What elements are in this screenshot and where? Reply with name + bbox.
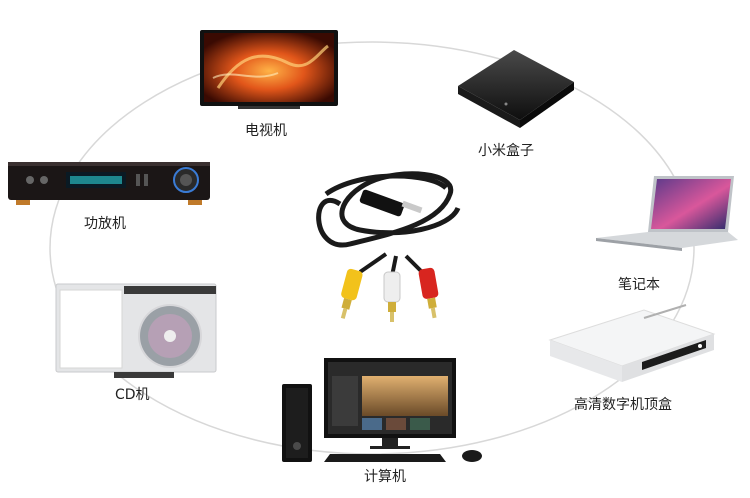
laptop-device [592,174,742,254]
amplifier-label: 功放机 [84,216,126,232]
cd-player-label: CD机 [115,387,150,403]
tv-device [198,28,340,112]
cd-player-device [54,282,220,380]
laptop-label: 笔记本 [618,277,660,293]
rca-cable [300,164,470,328]
computer-label: 计算机 [364,469,406,485]
cd-player-icon [55,283,217,378]
tv-icon [200,30,338,109]
hd-set-top-box-icon [548,304,716,382]
hd-set-top-box-label: 高清数字机顶盒 [574,397,672,413]
set-top-box-icon [458,50,574,128]
amplifier-device [6,158,212,206]
mibox-device [446,42,580,134]
amplifier-icon [8,162,210,205]
mibox-label: 小米盒子 [478,143,534,159]
tv-label: 电视机 [245,123,287,139]
computer-device [280,358,492,466]
hd-set-top-box-device [546,304,718,386]
desktop-computer-icon [282,358,482,462]
rca-cable-icon [316,171,461,322]
laptop-icon [596,176,738,251]
